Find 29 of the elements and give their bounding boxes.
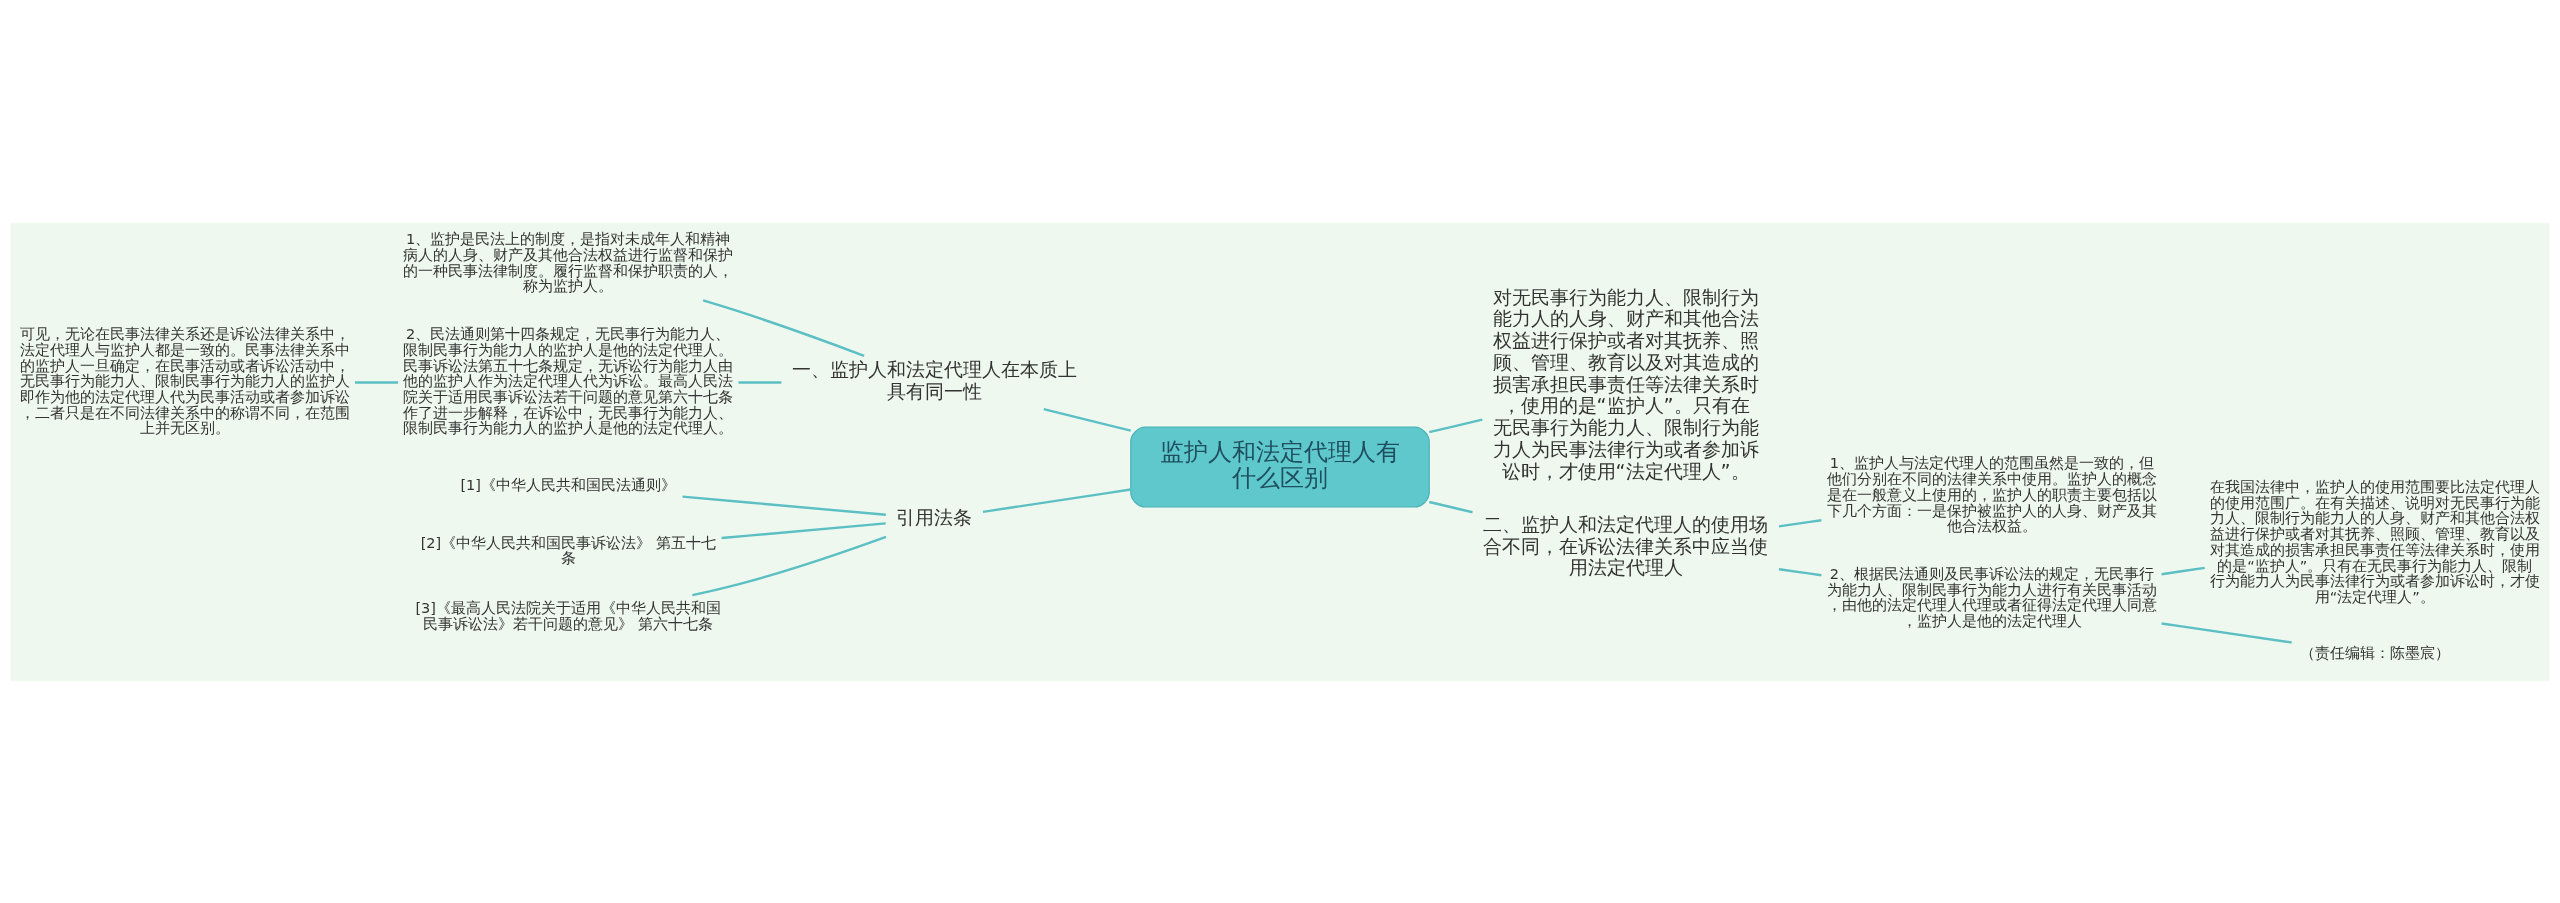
node-text: 一、监护人和法定代理人在本质上具有同一性 [791,357,1077,403]
node-text: 2、根据民法通则及民事诉讼法的规定，无民事行为能力人、限制民事行为能力人进行有关民事活动，由他的法定代理人代理或者征得法定代理人同意，监护人是他的法定代理人 [1826,565,2157,629]
connector [2161,621,2292,644]
connector [721,521,886,539]
node-text: 二、监护人和法定代理人的使用场合不同，在诉讼法律关系中应当使用法定代理人 [1483,512,1769,579]
connector [982,487,1131,513]
connector [2161,566,2205,575]
connector [692,535,887,596]
node-text: 引用法条 [896,505,973,529]
node-text: 在我国法律中，监护人的使用范围要比法定代理人的使用范围广。在有关描述、说明对无民事行为能力人、限制行为能力人的人身、财产和其他合法权益进行保护或者对其抚养、照顾、管理、教育以及对其造成的损害承担民事责任等法律关系时，使用的是“监护人”。只有在无民事行为能力人、限制行为能力人为民事法律行为或者参加诉讼时，才使用“法定代理人”。 [2209,478,2540,605]
node-text: 对无民事行为能力人、限制行为能力人的人身、财产和其他合法权益进行保护或者对其抚养、照顾、管理、教育以及对其造成的损害承担民事责任等法律关系时，使用的是“监护人”。只有在无民事行为能力人、限制行为能力人为民事法律行为或者参加诉讼时，才使用“法定代理人”。 [1492,285,1759,483]
connector [702,298,865,357]
node-text: 可见，无论在民事法律关系还是诉讼法律关系中，法定代理人与监护人都是一致的。民事法律关系中的监护人一旦确定，在民事活动或者诉讼活动中，无民事行为能力人、限制民事行为能力人的监护人即作为他的法定代理人代为民事活动或者参加诉讼，二者只是在不同法律关系中的称谓不同，在范围上并无区别。 [20,325,351,436]
connector [1778,567,1822,576]
node-text: [2]《中华人民共和国民事诉讼法》 第五十七条 [420,534,716,566]
node-text: 1、监护是民法上的制度，是指对未成年人和精神病人的人身、财产及其他合法权益进行监督和保护的一种民事法律制度。履行监督和保护职责的人，称为监护人。 [403,230,734,294]
connector [1778,518,1822,528]
connector [1428,418,1483,433]
connector [738,380,782,384]
connector [682,494,886,516]
node-text: （责任编辑：陈墨宸） [2299,644,2450,661]
node-text: 2、民法通则第十四条规定，无民事行为能力人、限制民事行为能力人的监护人是他的法定代理人。民事诉讼法第五十七条规定，无诉讼行为能力人由他的监护人作为法定代理人代为诉讼。最高人民法院关于适用民事诉讼法若干问题的意见第六十七条作了进一步解释，在诉讼中，无民事行为能力人、限制民事行为能力人的监护人是他的法定代理人。 [403,325,734,436]
node-box: 监护人和法定代理人有什么区别 [1130,426,1430,508]
connector [1428,500,1473,513]
connector [1043,407,1131,432]
node-text: [1]《中华人民共和国民法通则》 [460,476,676,493]
connector [355,380,399,384]
node-text: 1、监护人与法定代理人的范围虽然是一致的，但他们分别在不同的法律关系中使用。监护人的概念是在一般意义上使用的，监护人的职责主要包括以下几个方面：一是保护被监护人的人身、财产及其他合法权益。 [1826,454,2157,534]
node-text: [3]《最高人民法院关于适用《中华人民共和国民事诉讼法》若干问题的意见》 第六十七条 [415,599,721,632]
